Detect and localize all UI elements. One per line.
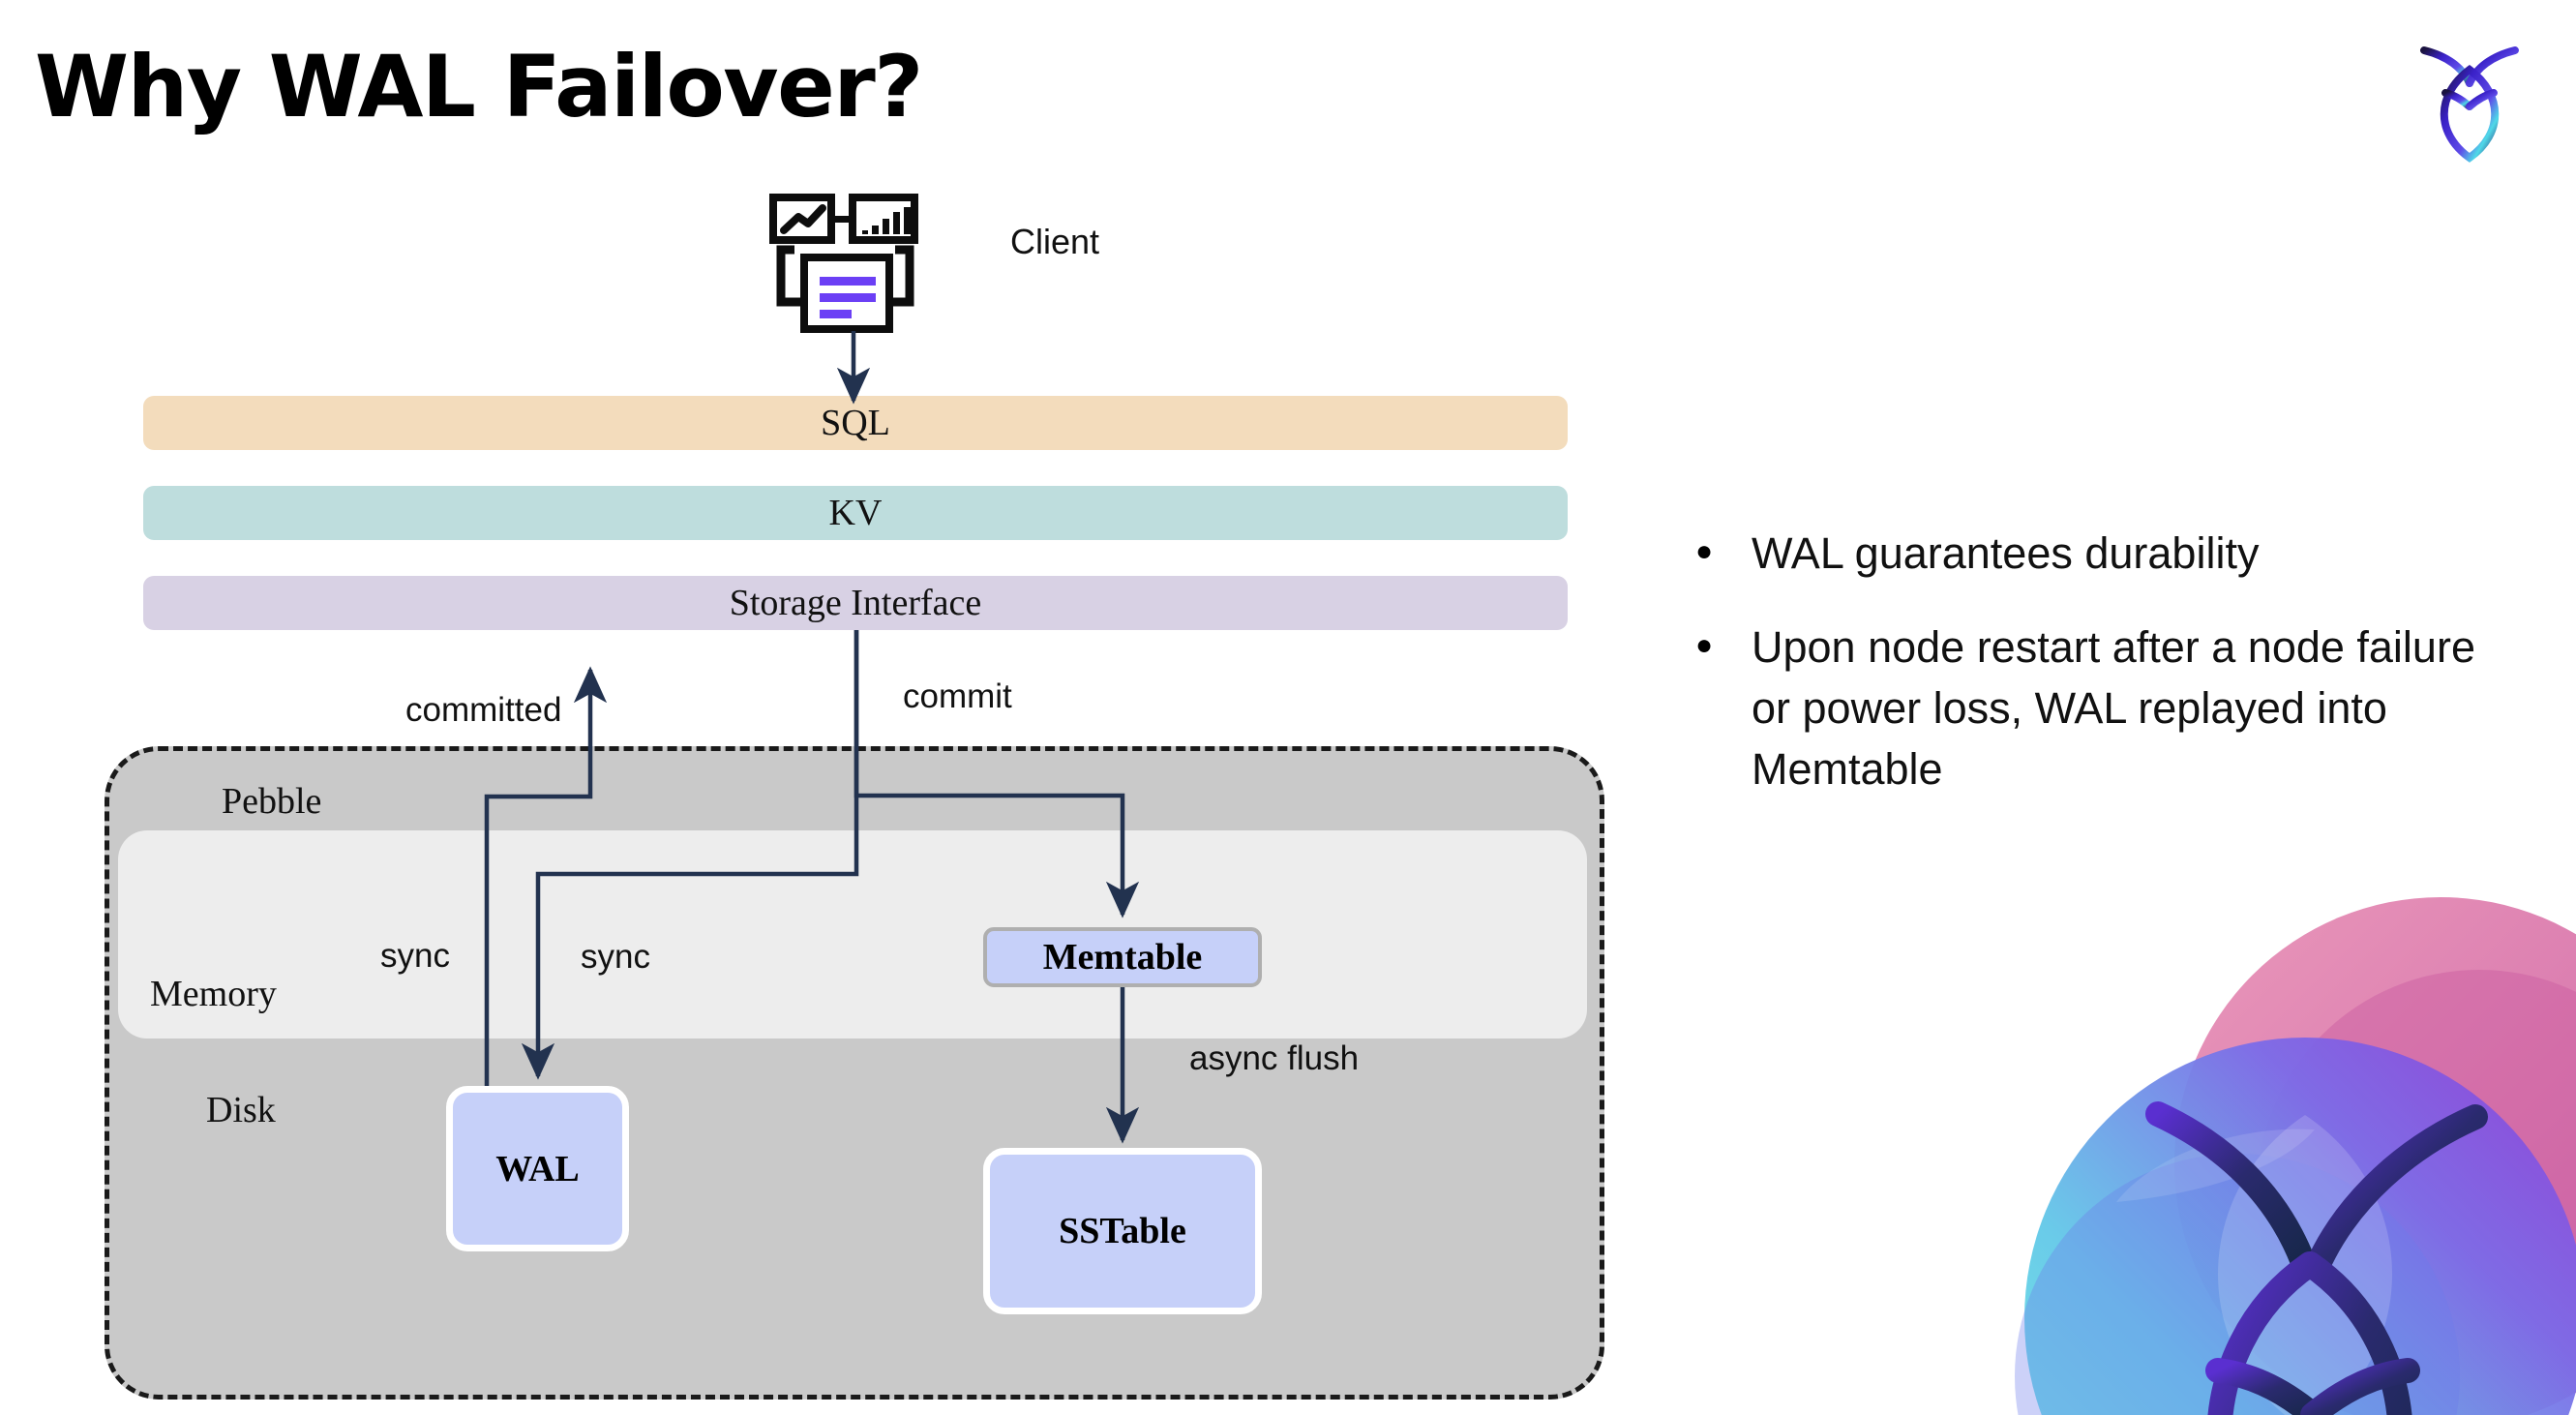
node-sstable: SSTable	[983, 1148, 1262, 1314]
layer-label-kv: KV	[828, 493, 883, 533]
edge-label-commit: commit	[903, 677, 1012, 715]
edge-label-sync-right: sync	[581, 938, 650, 976]
node-label-sstable: SSTable	[1059, 1211, 1186, 1251]
memory-label: Memory	[150, 974, 277, 1014]
disk-label: Disk	[206, 1090, 276, 1130]
bullet-text: Upon node restart after a node failure o…	[1752, 622, 2475, 794]
list-item: ● Upon node restart after a node failure…	[1695, 617, 2518, 799]
layer-bar-storage-interface: Storage Interface	[143, 576, 1568, 630]
edge-label-committed: committed	[405, 691, 562, 729]
edge-label-sync-left: sync	[380, 937, 450, 975]
bullet-text: WAL guarantees durability	[1752, 528, 2260, 578]
node-memtable: Memtable	[983, 927, 1262, 987]
memory-region	[118, 830, 1587, 1039]
layer-bar-kv: KV	[143, 486, 1568, 540]
bullet-marker-icon: ●	[1695, 629, 1714, 661]
edge-label-async-flush: async flush	[1189, 1039, 1360, 1077]
cockroachdb-logo-icon	[2420, 46, 2519, 165]
page-title: Why WAL Failover?	[35, 37, 923, 136]
bullet-marker-icon: ●	[1695, 535, 1714, 567]
bullet-list: ● WAL guarantees durability ● Upon node …	[1695, 523, 2518, 832]
list-item: ● WAL guarantees durability	[1695, 523, 2518, 584]
node-wal: WAL	[446, 1086, 629, 1251]
pebble-label: Pebble	[222, 781, 322, 822]
node-label-wal: WAL	[495, 1148, 580, 1189]
layer-bar-sql: SQL	[143, 396, 1568, 450]
client-dashboard-icon	[769, 194, 918, 333]
client-label: Client	[1010, 222, 1100, 261]
layer-label-sql: SQL	[821, 403, 890, 443]
node-label-memtable: Memtable	[1042, 937, 1203, 978]
layer-label-storage-interface: Storage Interface	[729, 583, 982, 623]
brand-decoration-artwork	[2015, 897, 2576, 1415]
